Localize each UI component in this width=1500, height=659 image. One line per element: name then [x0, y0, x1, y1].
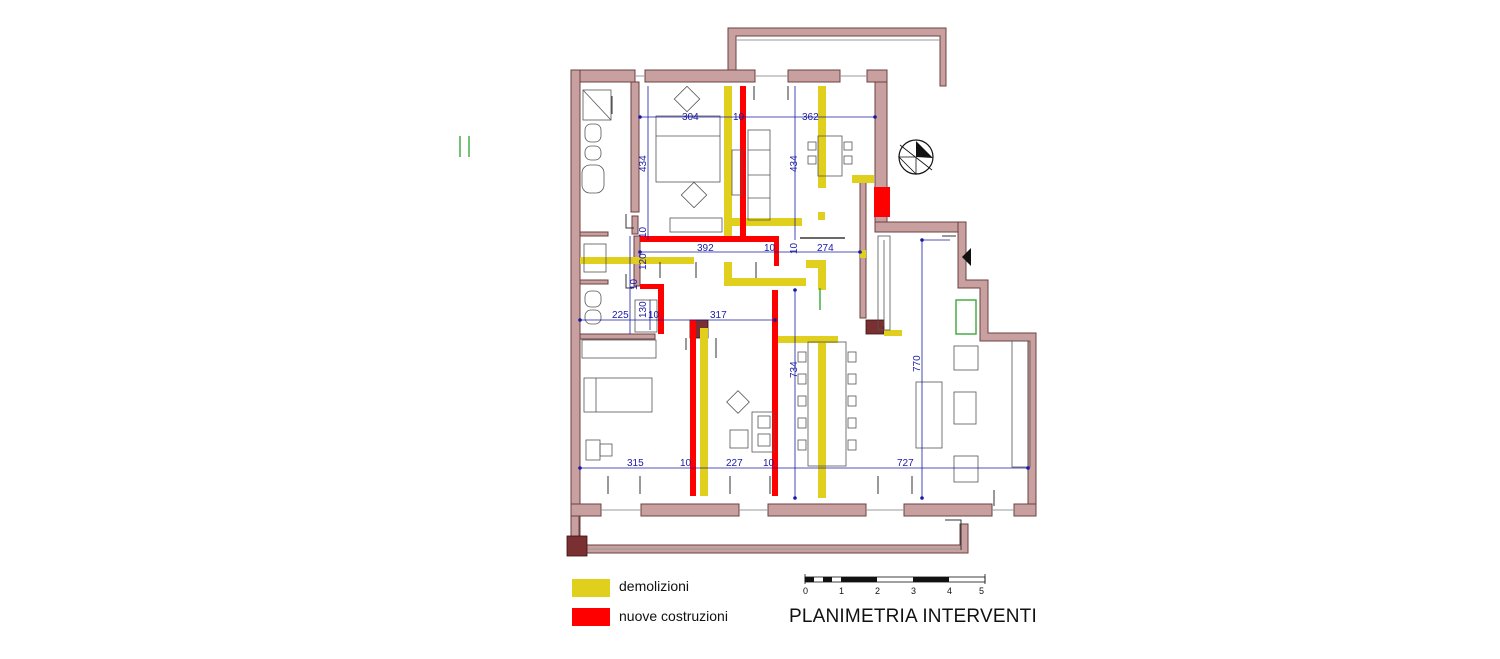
- legend-swatch-nuove-costruzioni: [572, 608, 610, 626]
- dim-304: 304: [682, 112, 699, 123]
- dim-10-bath-vertical: 10: [629, 278, 640, 290]
- legend-swatch-demolizioni: [572, 579, 610, 597]
- dim-10-mid-vertical: 10: [789, 242, 800, 254]
- walls: [570, 27, 1037, 554]
- dim-274: 274: [817, 243, 834, 254]
- dim-120: 120: [638, 253, 649, 270]
- pillars: [566, 319, 885, 557]
- scale-label-1: 1: [839, 586, 844, 596]
- dim-734: 734: [789, 361, 800, 378]
- dimension-labels: 304 10 362 434 434 392 10 10 274 10 120 …: [612, 112, 923, 469]
- window-frames: [579, 39, 1014, 550]
- scale-label-3: 3: [911, 586, 916, 596]
- scale-label-4: 4: [947, 586, 952, 596]
- dim-434-left: 434: [638, 155, 649, 172]
- dim-392: 392: [697, 243, 714, 254]
- scale-label-5: 5: [979, 586, 984, 596]
- dimension-lines: [578, 86, 1030, 500]
- dim-10-top: 10: [733, 112, 745, 123]
- dim-10-bath: 10: [648, 310, 660, 321]
- furniture: [581, 85, 1031, 483]
- north-arrow-icon: [898, 139, 934, 175]
- drawing-title: PLANIMETRIA INTERVENTI: [789, 606, 1037, 627]
- dim-227: 227: [726, 458, 743, 469]
- door-swings: [607, 86, 995, 550]
- entrance-marker-icon: [962, 248, 971, 266]
- dim-10-bottom-mid: 10: [763, 458, 775, 469]
- dim-315: 315: [627, 458, 644, 469]
- dim-130: 130: [638, 301, 649, 318]
- dim-317: 317: [710, 310, 727, 321]
- dim-727: 727: [897, 458, 914, 469]
- dim-225: 225: [612, 310, 629, 321]
- green-elements: [459, 136, 977, 335]
- new-constructions: [640, 86, 890, 496]
- legend-label-nuove-costruzioni: nuove costruzioni: [619, 608, 728, 624]
- dim-10-mid: 10: [764, 243, 776, 254]
- dim-10-left-vertical: 10: [638, 226, 649, 238]
- scale-label-0: 0: [803, 586, 808, 596]
- scale-label-2: 2: [875, 586, 880, 596]
- dim-770: 770: [912, 355, 923, 372]
- legend-label-demolizioni: demolizioni: [619, 578, 690, 594]
- demolitions: [580, 86, 902, 498]
- dim-10-bottom-left: 10: [680, 458, 692, 469]
- scale-bar: 0 1 2 3 4 5: [803, 574, 986, 596]
- dim-434-right: 434: [789, 155, 800, 172]
- dim-362: 362: [802, 112, 819, 123]
